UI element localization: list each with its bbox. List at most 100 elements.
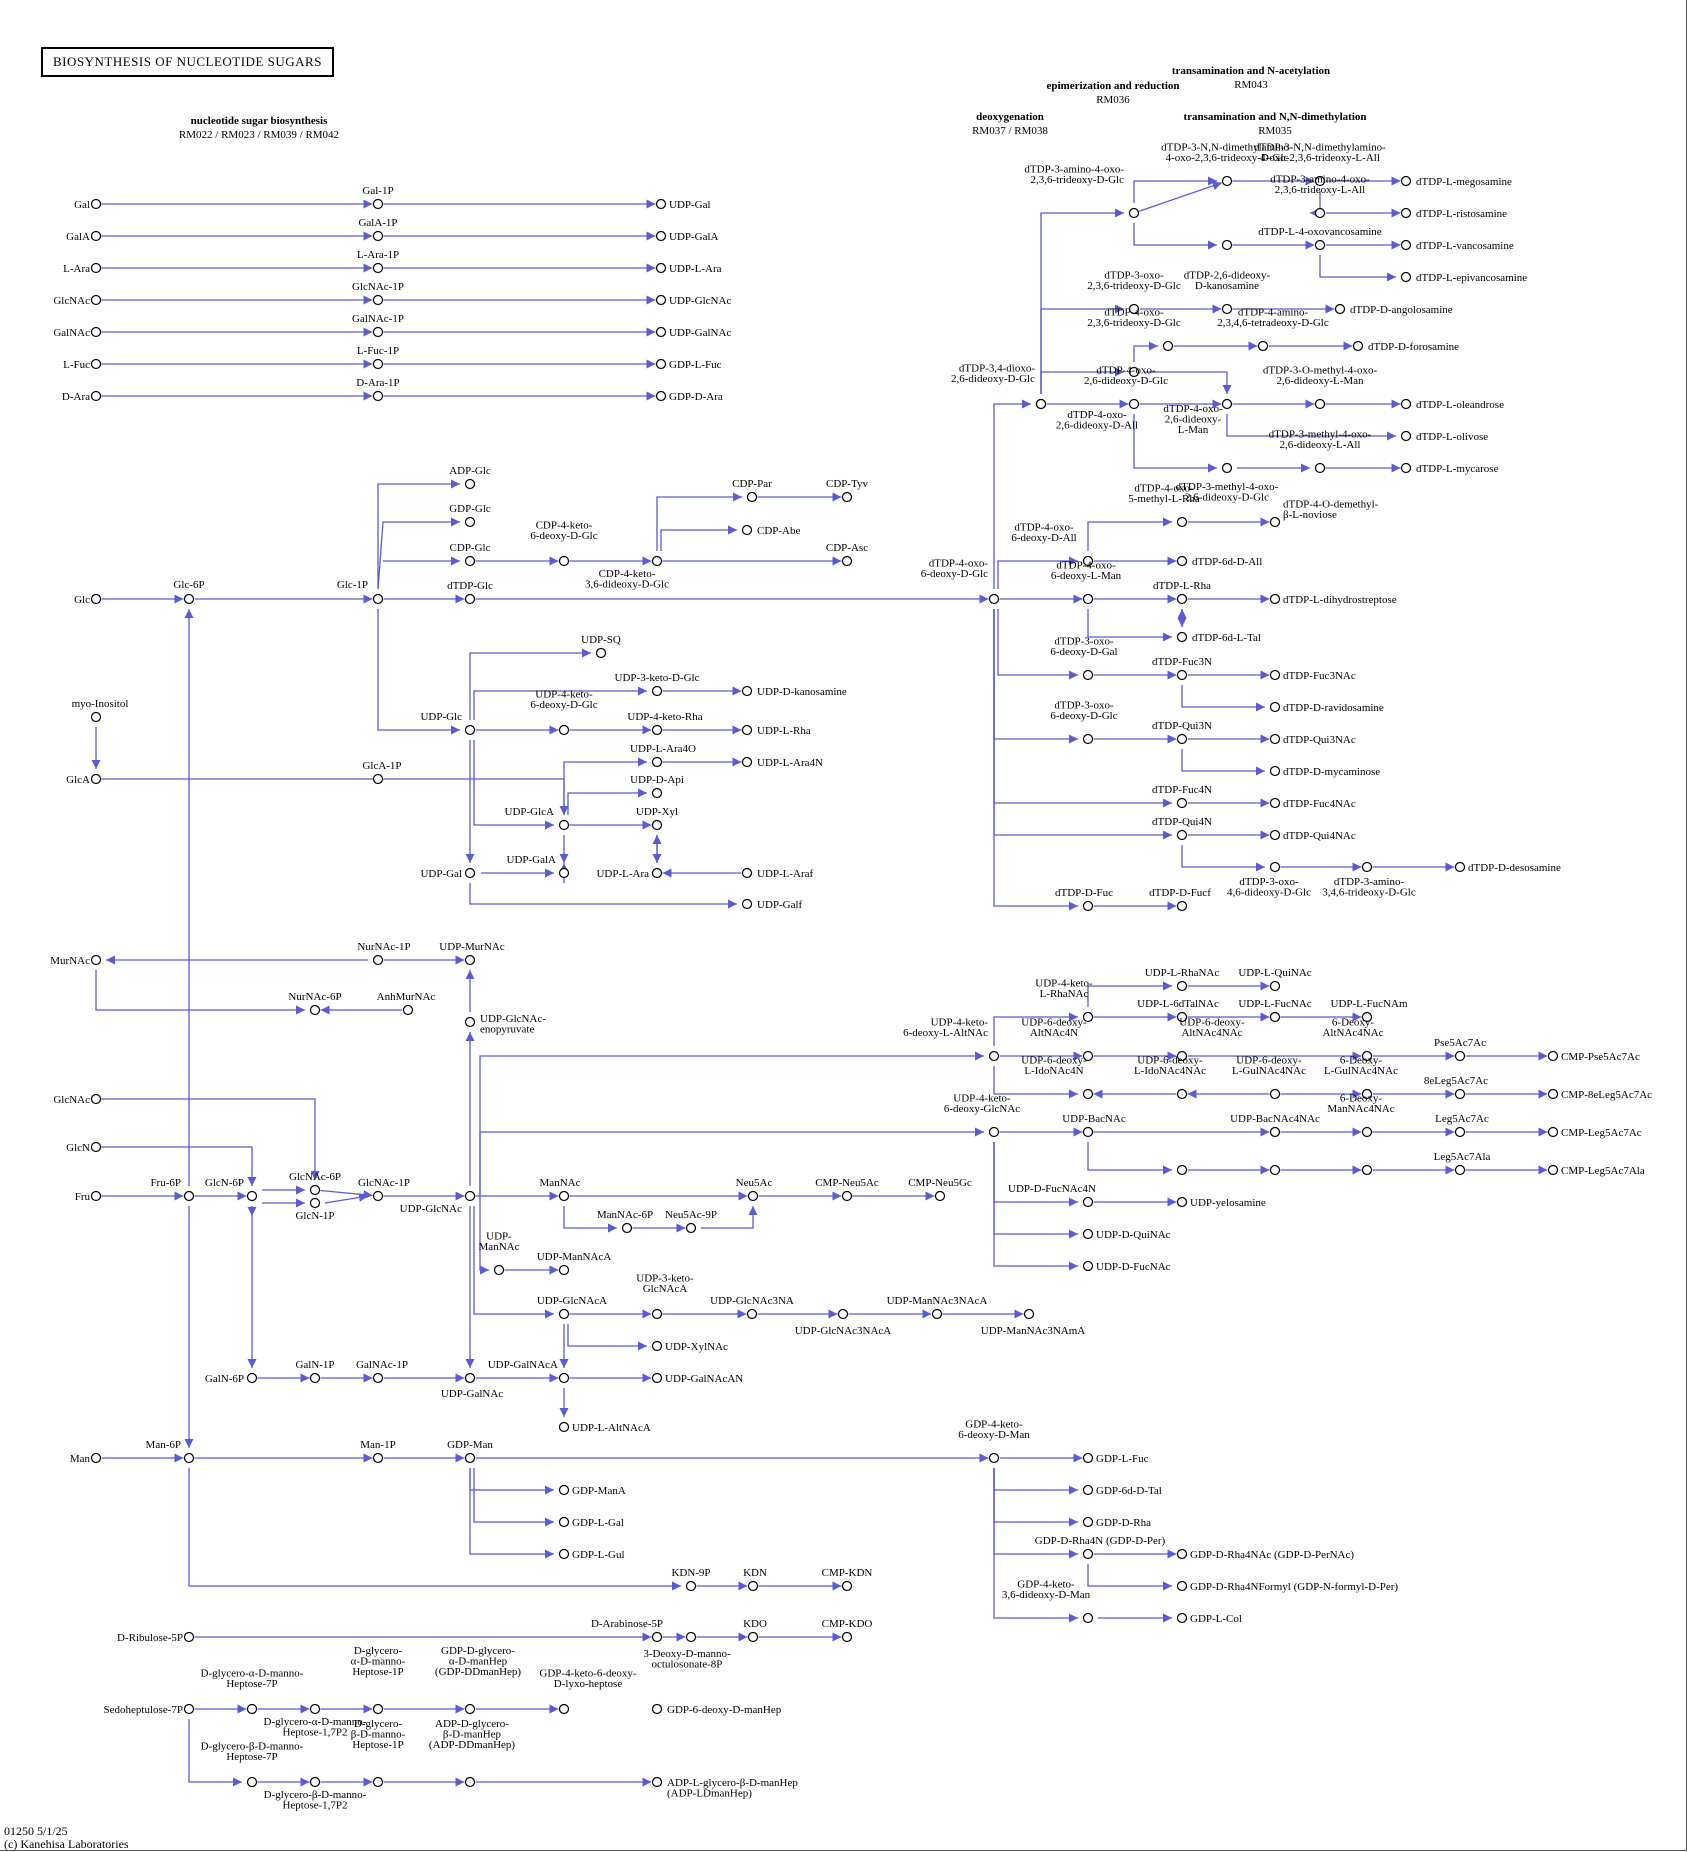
reaction-branch-7[interactable] — [473, 686, 647, 720]
compound-label-dgah1p[interactable]: D-glycero-α-D-manno-Heptose-1P — [351, 1645, 406, 1678]
compound-label-udpgal[interactable]: UDP-Gal — [420, 868, 462, 880]
compound-node-adpddmanhep[interactable] — [464, 1776, 476, 1788]
compound-node-dtdpmyc[interactable] — [1400, 462, 1412, 474]
compound-label-dtdpmeg[interactable]: dTDP-L-megosamine — [1416, 176, 1512, 188]
compound-label-udpdfucnac4n[interactable]: UDP-D-FucNAc4N — [1008, 1183, 1096, 1195]
compound-label-dtdp3om[interactable]: dTDP-3-O-methyl-4-oxo-2,6-dideoxy-L-Man — [1263, 365, 1378, 388]
compound-label-cmp8eleg[interactable]: CMP-8eLeg5Ac7Ac — [1561, 1089, 1652, 1101]
compound-label-dtdpldhs[interactable]: dTDP-L-dihydrostreptose — [1283, 594, 1397, 606]
compound-label-udp3kglcnaca[interactable]: UDP-3-keto-GlcNAcA — [636, 1273, 694, 1296]
compound-node-kdn9p[interactable] — [685, 1580, 697, 1592]
compound-label-galnac1p_t[interactable]: GalNAc-1P — [352, 313, 404, 325]
reaction-branch-78[interactable] — [993, 1142, 1078, 1271]
compound-label-glc6p[interactable]: Glc-6P — [173, 579, 204, 591]
compound-node-dtdp4o6dall[interactable] — [1082, 555, 1094, 567]
reaction-branch-0[interactable] — [377, 479, 460, 589]
compound-node-gdpdrha[interactable] — [1082, 1516, 1094, 1528]
compound-label-cdpabe[interactable]: CDP-Abe — [757, 525, 801, 537]
compound-node-dtdp3a346[interactable] — [1361, 861, 1373, 873]
compound-label-dtdp4o26all[interactable]: dTDP-4-oxo-2,6-dideoxy-D-All — [1056, 409, 1138, 432]
compound-label-dtdp3nn4o[interactable]: dTDP-3-N,N-dimethylamino-4-oxo-2,3,6-tri… — [1161, 142, 1293, 165]
compound-node-cdp4k[interactable] — [558, 555, 570, 567]
compound-node-man6p[interactable] — [183, 1452, 195, 1464]
module-name-mod_de[interactable]: deoxygenation — [976, 111, 1044, 123]
compound-label-cdpasc[interactable]: CDP-Asc — [826, 542, 868, 554]
compound-label-lara1p[interactable]: L-Ara-1P — [357, 249, 399, 261]
module-name-mod_ns[interactable]: nucleotide sugar biosynthesis — [191, 115, 328, 127]
reaction-branch-68[interactable] — [1181, 749, 1265, 776]
reaction-branch-47[interactable] — [993, 399, 1031, 589]
compound-label-galn1p[interactable]: GalN-1P — [295, 1359, 334, 1371]
compound-node-udpglcnac[interactable] — [464, 1190, 476, 1202]
compound-label-cmpleg[interactable]: CMP-Leg5Ac7Ac — [1561, 1127, 1642, 1139]
compound-node-cdpasc[interactable] — [841, 555, 853, 567]
compound-label-dtdpole[interactable]: dTDP-L-oleandrose — [1416, 399, 1504, 411]
compound-node-gdp4k36[interactable] — [1082, 1612, 1094, 1624]
compound-node-udpgala_t[interactable] — [655, 230, 667, 242]
compound-label-gdpman[interactable]: GDP-Man — [447, 1439, 493, 1451]
reaction-branch-42[interactable] — [188, 1468, 681, 1591]
compound-label-udpgalnacan[interactable]: UDP-GalNAcAN — [665, 1373, 743, 1385]
compound-node-dtdpoli[interactable] — [1400, 430, 1412, 442]
compound-node-udp6daltnac4nac[interactable] — [1176, 1050, 1188, 1062]
reaction-branch-57[interactable] — [1226, 414, 1396, 441]
compound-label-glcn6p[interactable]: GlcN-6P — [205, 1177, 244, 1189]
compound-label-lfuc1p[interactable]: L-Fuc-1P — [357, 345, 399, 357]
compound-label-dribu5p[interactable]: D-Ribulose-5P — [117, 1632, 183, 1644]
compound-node-kdn[interactable] — [747, 1580, 759, 1592]
reaction-branch-24[interactable] — [96, 1146, 257, 1186]
compound-node-cdpabe[interactable] — [741, 524, 753, 536]
compound-label-udpgalnac[interactable]: UDP-GalNAc — [441, 1388, 503, 1400]
compound-label-gala1p[interactable]: GalA-1P — [358, 217, 397, 229]
compound-label-adpglc[interactable]: ADP-Glc — [449, 465, 491, 477]
reaction-branch-3[interactable] — [377, 609, 460, 735]
compound-label-dgbh1p[interactable]: D-glycero-β-D-manno-Heptose-1P — [351, 1718, 406, 1751]
compound-node-udpdkan[interactable] — [741, 685, 753, 697]
compound-label-dtdp3nn4oall[interactable]: dTDP-3-N,N-dimethylamino-4-oxo-2,3,6-tri… — [1254, 142, 1386, 165]
compound-node-udpgala[interactable] — [558, 867, 570, 879]
compound-label-udplara_t[interactable]: UDP-L-Ara — [669, 263, 722, 275]
compound-node-glcnac1p_t[interactable] — [372, 294, 384, 306]
compound-node-dtdp6dall[interactable] — [1176, 555, 1188, 567]
compound-label-murnac[interactable]: MurNAc — [50, 955, 90, 967]
compound-node-udpgalnaca[interactable] — [558, 1372, 570, 1384]
compound-label-gdplfuc_t[interactable]: GDP-L-Fuc — [669, 359, 722, 371]
compound-node-mannac[interactable] — [558, 1190, 570, 1202]
reaction-branch-9[interactable] — [563, 757, 647, 815]
compound-label-galnac1p[interactable]: GalNAc-1P — [356, 1359, 408, 1371]
reaction-branch-40[interactable] — [479, 1051, 984, 1196]
compound-node-galnac_t[interactable] — [90, 326, 102, 338]
compound-label-dtdpoli[interactable]: dTDP-L-olivose — [1416, 431, 1488, 443]
compound-node-dtdplvanc_o[interactable] — [1314, 239, 1326, 251]
compound-label-udpglca[interactable]: UDP-GlcA — [505, 806, 555, 818]
compound-label-cmpkdo[interactable]: CMP-KDO — [822, 1618, 873, 1630]
compound-node-udp6dlgulnac4nac[interactable] — [1269, 1088, 1281, 1100]
compound-node-gdpdrha4n[interactable] — [1082, 1548, 1094, 1560]
compound-node-dtdp3o6gal[interactable] — [1082, 669, 1094, 681]
compound-node-dtdpdfuc[interactable] — [1082, 900, 1094, 912]
compound-label-udpglcnac[interactable]: UDP-GlcNAc — [400, 1203, 462, 1215]
compound-label-dtdp3a4o[interactable]: dTDP-3-amino-4-oxo-2,3,6-trideoxy-D-Glc — [1024, 164, 1124, 187]
reaction-branch-75[interactable] — [993, 1066, 1078, 1099]
compound-node-dtdp6dltal[interactable] — [1176, 631, 1188, 643]
compound-node-gdpman[interactable] — [464, 1452, 476, 1464]
compound-node-udpgalnacan[interactable] — [651, 1372, 663, 1384]
compound-label-udpgala_t[interactable]: UDP-GalA — [669, 231, 719, 243]
reaction-branch-66[interactable] — [1181, 685, 1265, 712]
compound-node-udplaraf[interactable] — [741, 867, 753, 879]
compound-label-udp6dlidonac4nac[interactable]: UDP-6-deoxy-L-IdoNAc4NAc — [1134, 1055, 1206, 1078]
compound-node-udpglca[interactable] — [558, 819, 570, 831]
compound-label-cdp4k36[interactable]: CDP-4-keto-3,6-dideoxy-D-Glc — [585, 568, 669, 591]
compound-label-udp6dlgulnac4nac[interactable]: UDP-6-deoxy-L-GulNAc4NAc — [1232, 1055, 1306, 1078]
compound-node-udpdfucnac4n[interactable] — [1082, 1196, 1094, 1208]
compound-label-kdn[interactable]: KDN — [743, 1567, 767, 1579]
compound-node-dtdp3nn4o[interactable] — [1221, 175, 1233, 187]
compound-node-udpgalf[interactable] — [741, 898, 753, 910]
reaction-branch-20[interactable] — [95, 970, 305, 1015]
compound-label-gdplfuc[interactable]: GDP-L-Fuc — [1096, 1453, 1149, 1465]
compound-label-udpmurnac[interactable]: UDP-MurNAc — [439, 941, 505, 953]
compound-label-gdplgal[interactable]: GDP-L-Gal — [572, 1517, 624, 1529]
compound-node-dtdpldhs[interactable] — [1269, 593, 1281, 605]
reaction-branch-41[interactable] — [479, 1127, 984, 1196]
compound-node-d6dlgulnac4nac[interactable] — [1361, 1088, 1373, 1100]
